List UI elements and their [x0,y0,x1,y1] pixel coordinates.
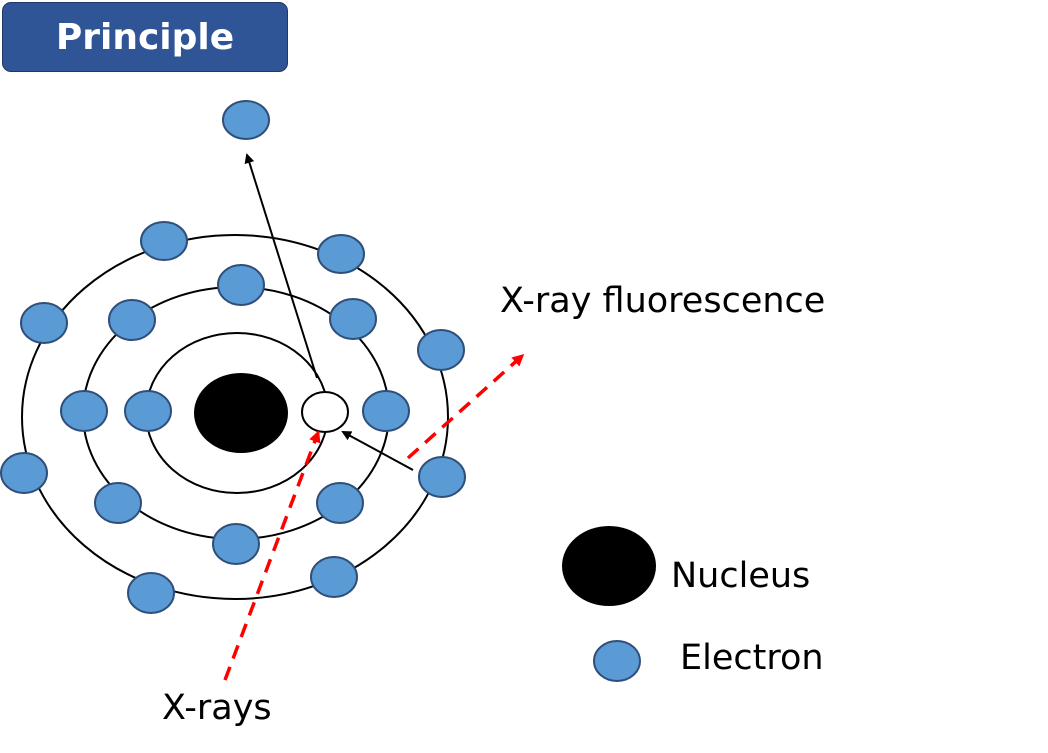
electron [329,298,377,340]
legend-electron-label: Electron [680,638,824,678]
xray-fluorescence-arrow [406,353,525,460]
legend-electron-symbol [593,640,641,682]
electron-ejected [222,100,270,140]
xray-incoming-arrow [223,430,321,681]
electron [316,482,364,524]
electron [217,264,265,306]
legend-nucleus-label: Nucleus [671,556,811,596]
electron [317,234,365,274]
electron [124,390,172,432]
electrons [0,100,466,614]
electron [60,390,108,432]
legend-nucleus-symbol [562,526,656,606]
vacancy [301,391,349,433]
electron [212,523,260,565]
electron [362,390,410,432]
electron [418,456,466,498]
electron [140,221,188,261]
title-box: Principle [2,2,288,72]
electron [417,329,465,371]
electron [310,556,358,598]
electron [108,299,156,341]
nucleus [194,373,288,453]
xrays-label: X-rays [162,688,272,728]
electron [127,572,175,614]
electron [94,482,142,524]
title-text: Principle [55,16,235,58]
electron [20,302,68,344]
transition-arrow [341,431,414,471]
ejection-arrow [244,153,318,379]
fluorescence-label: X-ray fluorescence [500,281,826,321]
electron [0,452,48,494]
orbit-outer [21,234,449,600]
